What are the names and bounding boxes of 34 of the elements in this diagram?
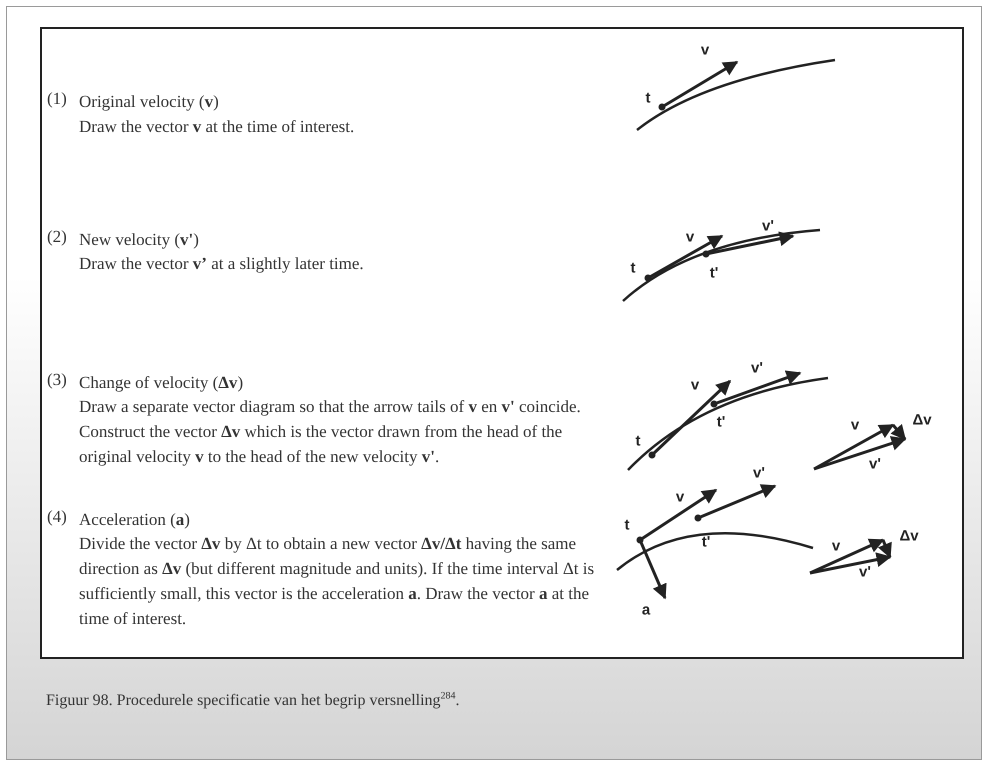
vector-label: v — [832, 538, 840, 554]
step-description: Divide the vector Δv by Δt to obtain a new vector Δv/Δt having the same direction as Δv (but different magnitude and units). If the time interval Δt is sufficiently small, this vector is the acceleration a. Draw the vector a at the time of interest. — [79, 533, 596, 630]
step-number: (3) — [47, 370, 67, 390]
step-number: (4) — [47, 507, 67, 527]
vector-label: t' — [716, 414, 726, 430]
vector-label: v — [850, 416, 860, 434]
vector-label: Δv — [899, 528, 919, 544]
vector-label: v — [686, 228, 694, 246]
vector-label: v' — [859, 564, 871, 580]
vector-label: v' — [869, 456, 881, 472]
step-number: (2) — [47, 227, 67, 247]
step-heading: Original velocity (v) — [79, 91, 220, 113]
vector-label: t' — [710, 264, 718, 282]
vector-label: Δv — [912, 412, 932, 428]
vector-label: t — [630, 260, 636, 276]
step-description: Draw the vector v at the time of interest. — [79, 116, 356, 138]
step-heading: New velocity (v') — [79, 229, 200, 251]
step-description: Draw a separate vector diagram so that the arrow tails of v en v' coincide. Construct the vector Δv which is the vector drawn from the head of the original velocity v to the head of the new velocity v'. — [79, 396, 582, 468]
step-description: Draw the vector v’ at a slightly later time. — [79, 253, 365, 275]
vector-label: t — [624, 516, 630, 534]
vector-label: t — [636, 432, 640, 450]
vector-label: v — [700, 42, 710, 58]
vector-label: a — [642, 602, 650, 618]
figure-caption: Figuur 98. Procedurele specificatie van het begrip versnelling$^{284}$. — [46, 692, 460, 710]
vector-label: v — [690, 376, 700, 394]
vector-label: v — [676, 488, 684, 506]
vector-label: v' — [762, 218, 774, 234]
vector-label: t' — [702, 534, 710, 550]
step-number: (1) — [47, 89, 67, 109]
step-heading: Acceleration (a) — [79, 509, 191, 531]
vector-label: v' — [753, 464, 765, 482]
vector-label: t — [646, 90, 650, 106]
vector-label: v' — [751, 360, 763, 376]
step-heading: Change of velocity (Δv) — [79, 372, 244, 394]
